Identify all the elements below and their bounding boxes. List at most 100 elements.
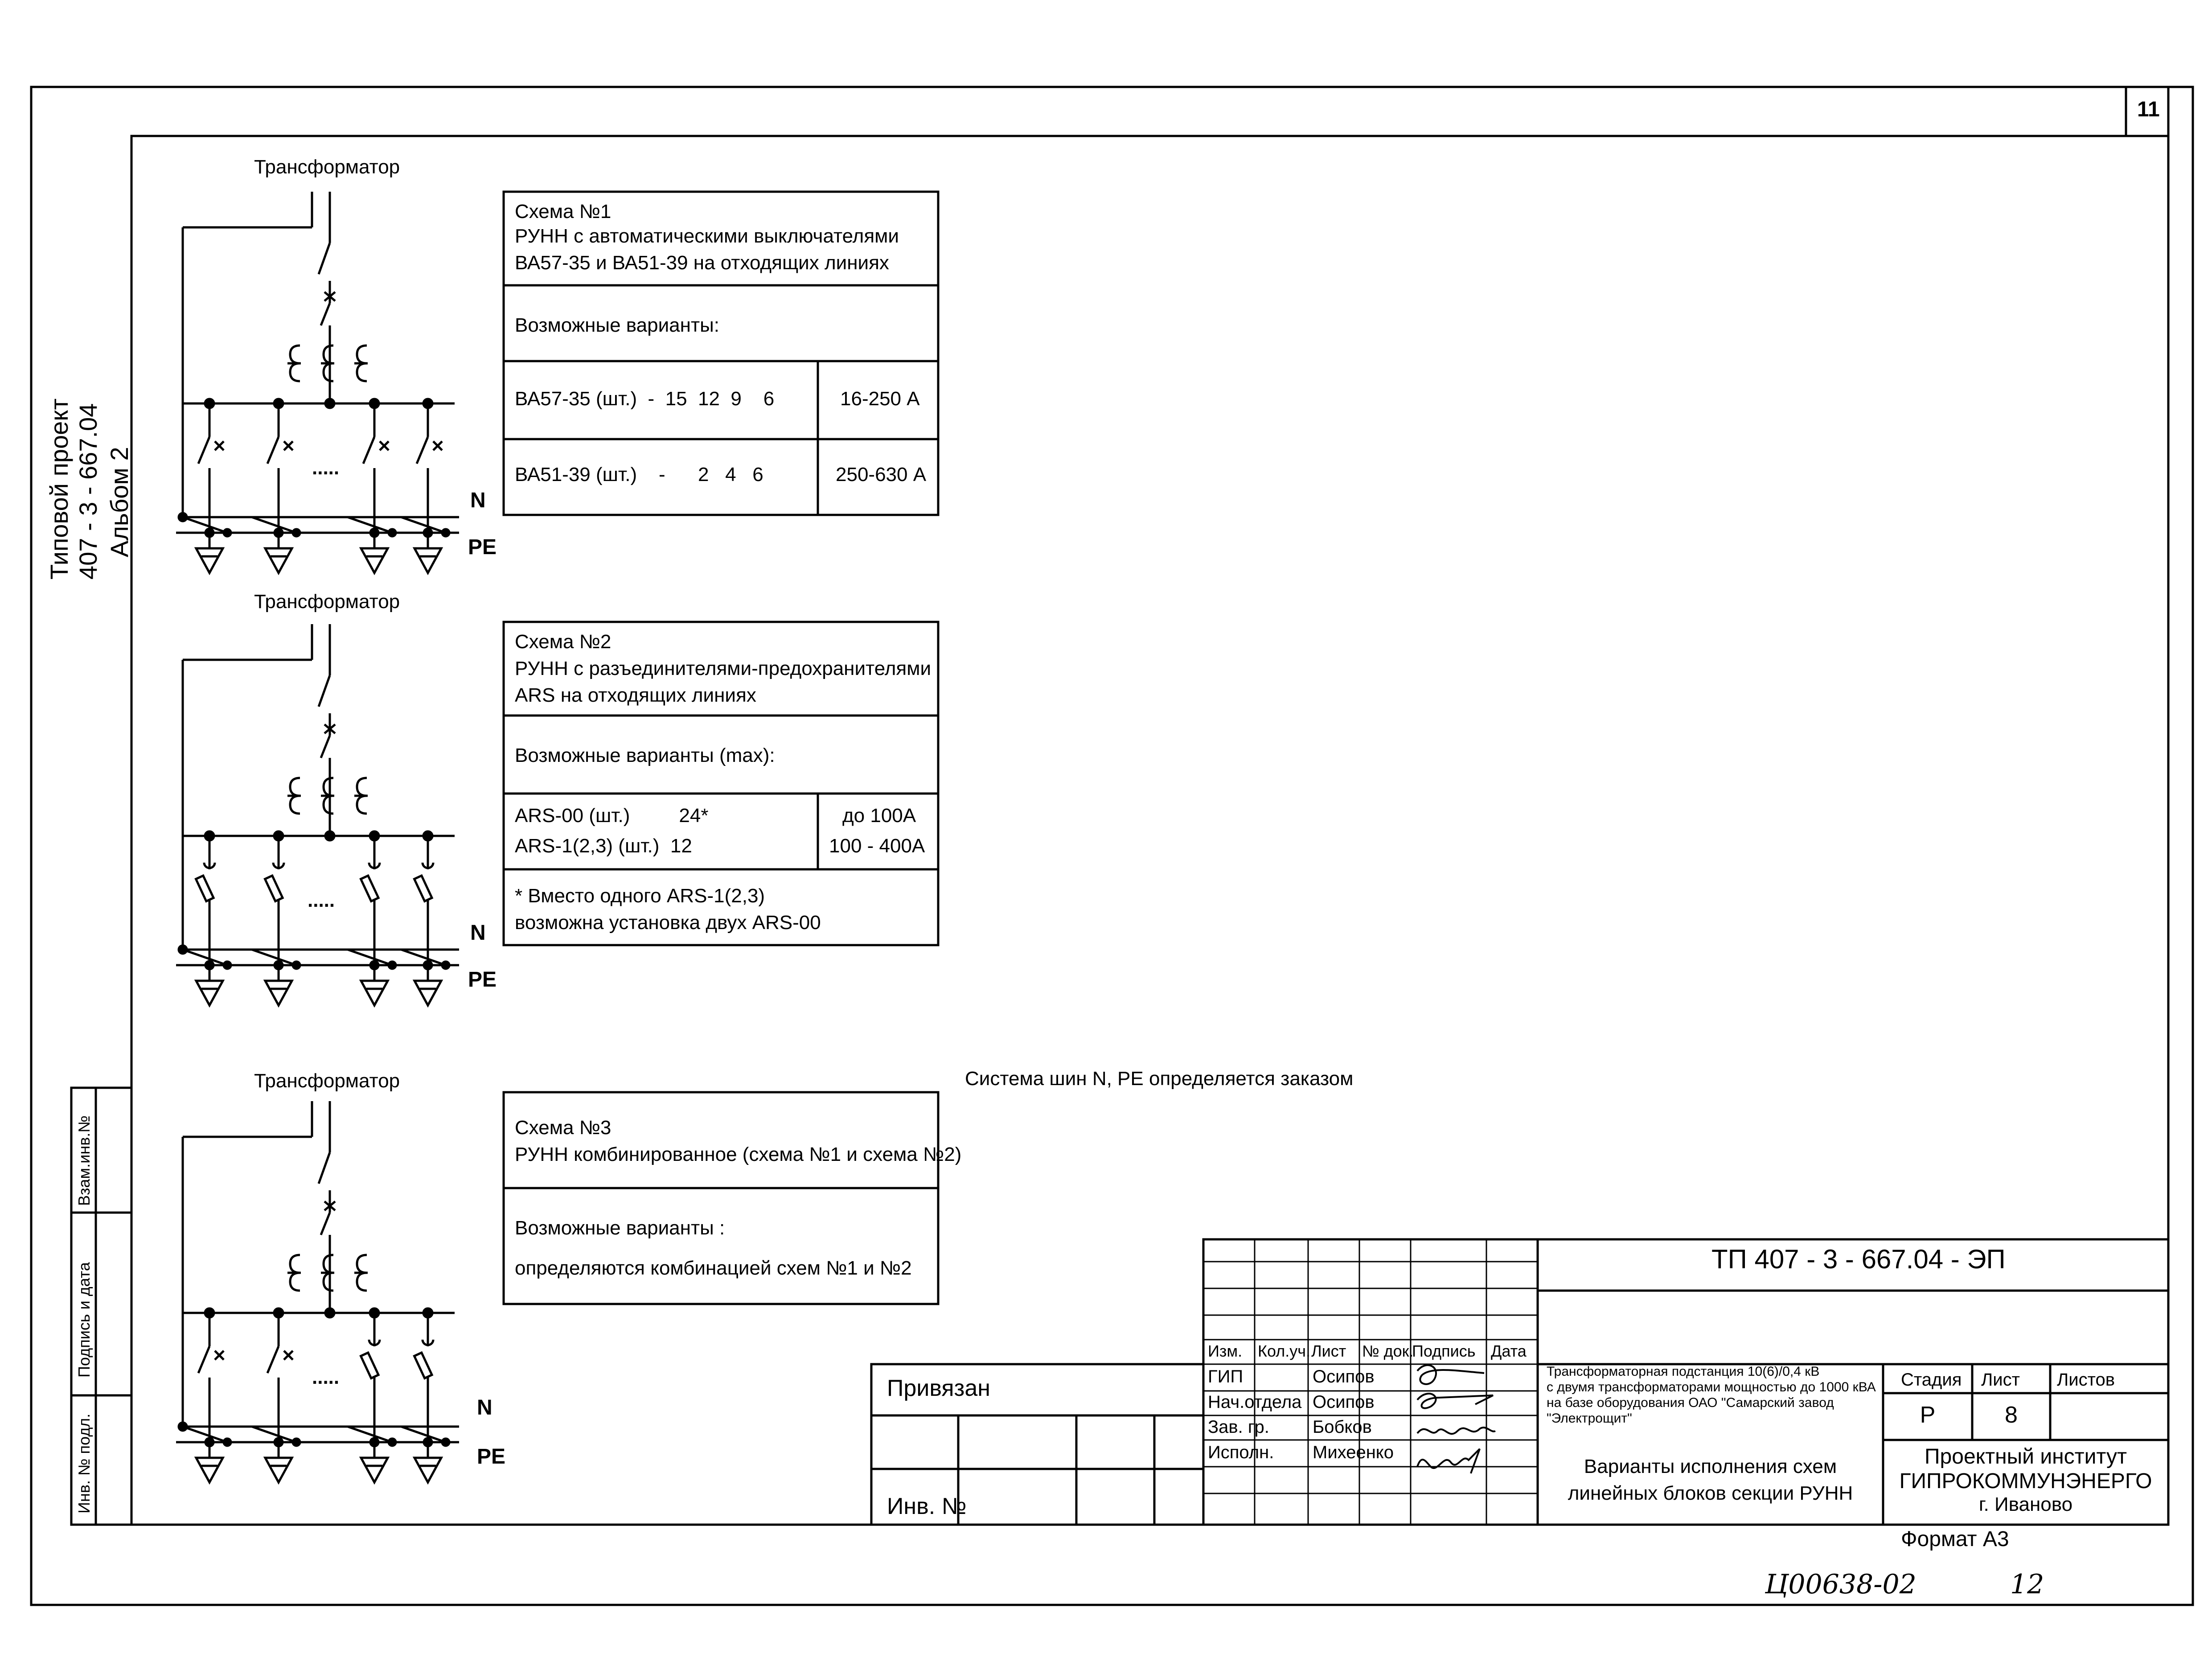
fuse-body (194, 874, 215, 903)
n-link (401, 516, 446, 534)
feeder-dots: ..... (312, 457, 340, 479)
side-stamp-line1: Типовой проект (45, 398, 73, 580)
scheme-2-footnote2: возможна установка двух ARS-00 (515, 912, 821, 934)
title-block-header: № док. (1362, 1342, 1414, 1360)
side-stamp-line3: Альбом 2 (105, 447, 133, 557)
cable-outlet (194, 979, 225, 1008)
cable-outlet (359, 1456, 390, 1485)
breaker-cross (432, 440, 443, 451)
transformer-label: Трансформатор (254, 1070, 400, 1092)
object-line1: Трансформаторная подстанция 10(6)/0,4 кВ (1547, 1364, 1820, 1379)
pe-node (441, 528, 451, 538)
main-breaker-blade (320, 735, 331, 758)
scheme-2-row2-right: 100 - 400А (829, 835, 925, 857)
object-line3: на базе оборудования ОАО "Самарский заво… (1547, 1395, 1834, 1410)
transformer-label: Трансформатор (254, 591, 400, 613)
scheme-2-footnote1: * Вместо одного ARS-1(2,3) (515, 885, 765, 907)
left-strip (70, 1086, 133, 1526)
staff-name: Бобков (1313, 1417, 1372, 1437)
n-link (251, 948, 297, 967)
staff-role: Нач.отдела (1208, 1392, 1302, 1412)
fuse-contact (421, 1339, 435, 1346)
scheme-2-table (502, 621, 940, 946)
cable-outlet (194, 547, 225, 576)
org-line1: Проектный институт (1925, 1445, 2127, 1468)
bus-node (324, 1307, 336, 1319)
scheme-1-row2-left: ВА51-39 (шт.) - 2 4 6 (515, 464, 763, 485)
staff-role: ГИП (1208, 1367, 1243, 1386)
scheme-3-diagram (176, 1101, 459, 1485)
pe-node (387, 528, 397, 538)
scheme-3-variants-text: определяются комбинацией схем №1 и №2 (515, 1257, 912, 1279)
bus-pe-label: PE (477, 1445, 506, 1468)
scheme-1-row2-right: 250-630 А (836, 464, 927, 485)
title-block-grid (870, 1238, 2170, 1526)
breaker-cross (324, 724, 336, 734)
fuse-contact (272, 862, 285, 869)
pe-node (291, 528, 301, 538)
n-node (177, 944, 188, 955)
n-link (251, 516, 297, 534)
signature-4 (1416, 1448, 1481, 1474)
breaker-cross (324, 291, 336, 302)
staff-role: Зав. гр. (1208, 1417, 1269, 1437)
scheme-1-desc1: РУНН с автоматическими выключателями (515, 225, 899, 247)
privyazan-label: Привязан (887, 1375, 991, 1401)
pe-node (204, 527, 215, 538)
sheet-outer-border (30, 86, 2194, 1606)
pe-node (273, 1437, 284, 1448)
scheme-2-title: Схема №2 (515, 631, 611, 653)
pe-node (222, 1437, 232, 1447)
feeder-breaker-blade (266, 436, 280, 464)
title-block-header: Дата (1491, 1342, 1527, 1360)
pe-node (369, 527, 380, 538)
feeder-dots: ..... (308, 889, 335, 911)
scheme-1-desc2: ВА57-35 и ВА51-39 на отходящих линиях (515, 252, 889, 274)
n-link (182, 1425, 228, 1444)
staff-role: Исполн. (1208, 1443, 1274, 1462)
stage-label: Стадия (1901, 1370, 1962, 1390)
pe-node (273, 527, 284, 538)
bus-node (324, 398, 336, 409)
bus-node (324, 830, 336, 842)
main-switch-blade (317, 675, 331, 707)
feeder-breaker-blade (415, 436, 429, 464)
staff-name: Осипов (1313, 1392, 1375, 1412)
title-block-header: Лист (1311, 1342, 1346, 1360)
stage-value: Р (1920, 1402, 1936, 1428)
n-link (347, 1425, 393, 1444)
cable-outlet (412, 547, 443, 576)
bus-system-note: Система шин N, PE определяется заказом (965, 1068, 1354, 1090)
sheet-inner-frame (130, 135, 2170, 1526)
feeder-breaker-blade (362, 436, 376, 464)
sheet-number: 11 (2137, 98, 2160, 121)
breaker-cross (214, 1350, 225, 1361)
scheme-2-row1-right: до 100А (842, 805, 916, 827)
title-block-rows (1203, 1239, 1538, 1525)
n-link (182, 516, 228, 534)
org-line2: ГИПРОКОММУНЭНЕРГО (1899, 1469, 2152, 1493)
bus-pe-label: PE (468, 535, 497, 559)
scheme-2-diagram (176, 624, 459, 1008)
cable-outlet (263, 1456, 294, 1485)
handwritten-code: Ц00638-02 (1765, 1569, 1917, 1600)
object-line2: с двумя трансформаторами мощностью до 10… (1547, 1380, 1876, 1394)
scheme-1-diagram (176, 192, 459, 576)
main-switch-blade (317, 243, 331, 275)
n-link (401, 948, 446, 967)
cable-outlet (263, 979, 294, 1008)
breaker-cross (283, 440, 294, 451)
pe-node (441, 960, 451, 970)
signature-1 (1416, 1364, 1485, 1385)
title-block-header: Кол.уч. (1258, 1342, 1310, 1360)
scheme-3-table (502, 1091, 940, 1305)
fuse-body (359, 1351, 380, 1380)
scheme-1-title: Схема №1 (515, 201, 611, 222)
scheme-3-title: Схема №3 (515, 1117, 611, 1139)
sheet-title-line1: Варианты исполнения схем (1584, 1456, 1837, 1477)
signatures (1416, 1364, 1496, 1474)
pe-node (291, 1437, 301, 1447)
scheme-1-variants-label: Возможные варианты: (515, 314, 719, 336)
cable-outlet (359, 547, 390, 576)
